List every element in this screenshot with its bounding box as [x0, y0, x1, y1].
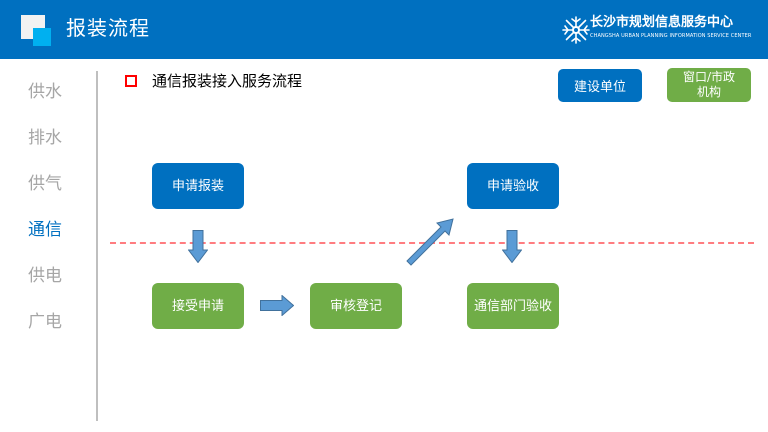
node-apply-installation[interactable]: 申请报装 — [152, 163, 244, 209]
legend-builder: 建设单位 — [558, 69, 642, 102]
sidebar-item-water-supply[interactable]: 供水 — [28, 82, 62, 102]
org-name-english: CHANGSHA URBAN PLANNING INFORMATION SERV… — [590, 33, 752, 39]
sidebar-item-drainage[interactable]: 排水 — [28, 128, 62, 148]
snowflake-emblem-icon — [562, 16, 590, 44]
page-title: 报装流程 — [66, 16, 150, 40]
sidebar-item-telecom[interactable]: 通信 — [28, 220, 62, 240]
legend-government: 窗口/市政机构 — [667, 68, 751, 102]
arrow-up-right-icon — [406, 218, 454, 266]
arrow-down-2-icon — [502, 230, 522, 263]
header-logo-accent-icon — [33, 28, 51, 46]
node-telecom-dept-acceptance[interactable]: 通信部门验收 — [467, 283, 559, 329]
org-name: 长沙市规划信息服务中心 — [590, 15, 734, 30]
legend-government-label: 窗口/市政机构 — [682, 70, 736, 99]
arrow-right-icon — [260, 295, 294, 316]
node-review-register[interactable]: 审核登记 — [310, 283, 402, 329]
sidebar-item-broadcast[interactable]: 广电 — [28, 312, 62, 332]
sidebar-divider — [96, 71, 98, 421]
node-apply-acceptance[interactable]: 申请验收 — [467, 163, 559, 209]
header-bar: 报装流程 长沙市规划信息服务中心 CHANGSHA URBAN PLANNING… — [0, 0, 768, 59]
node-accept-application[interactable]: 接受申请 — [152, 283, 244, 329]
red-square-bullet-icon — [125, 75, 137, 87]
section-title: 通信报装接入服务流程 — [152, 72, 303, 90]
sidebar-item-power[interactable]: 供电 — [28, 266, 62, 286]
sidebar-item-gas[interactable]: 供气 — [28, 174, 62, 194]
arrow-down-1-icon — [188, 230, 208, 263]
